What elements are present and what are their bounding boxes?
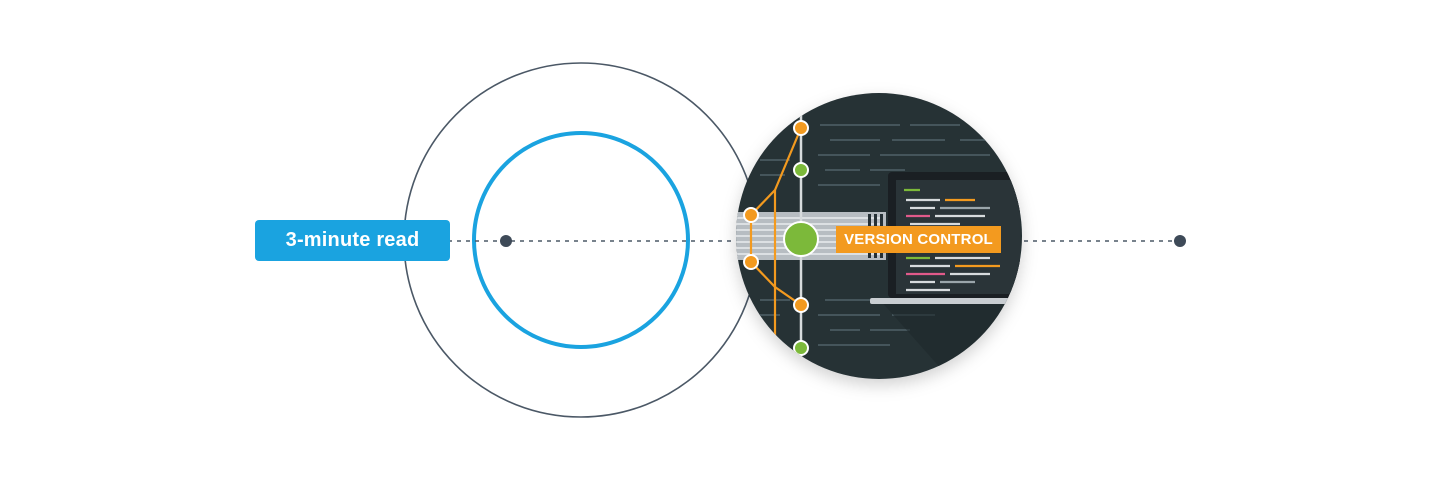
inner-blue-circle: [472, 131, 690, 349]
timeline-dot-right: [1174, 235, 1186, 247]
read-time-badge: 3-minute read: [255, 220, 450, 261]
branch-lines: [749, 127, 803, 340]
topic-badge: VERSION CONTROL: [836, 226, 1001, 253]
timeline-dot-left: [500, 235, 512, 247]
commit-nodes: [743, 120, 819, 356]
outer-circle: [403, 62, 759, 418]
laptop-code-lines: [904, 188, 1000, 292]
